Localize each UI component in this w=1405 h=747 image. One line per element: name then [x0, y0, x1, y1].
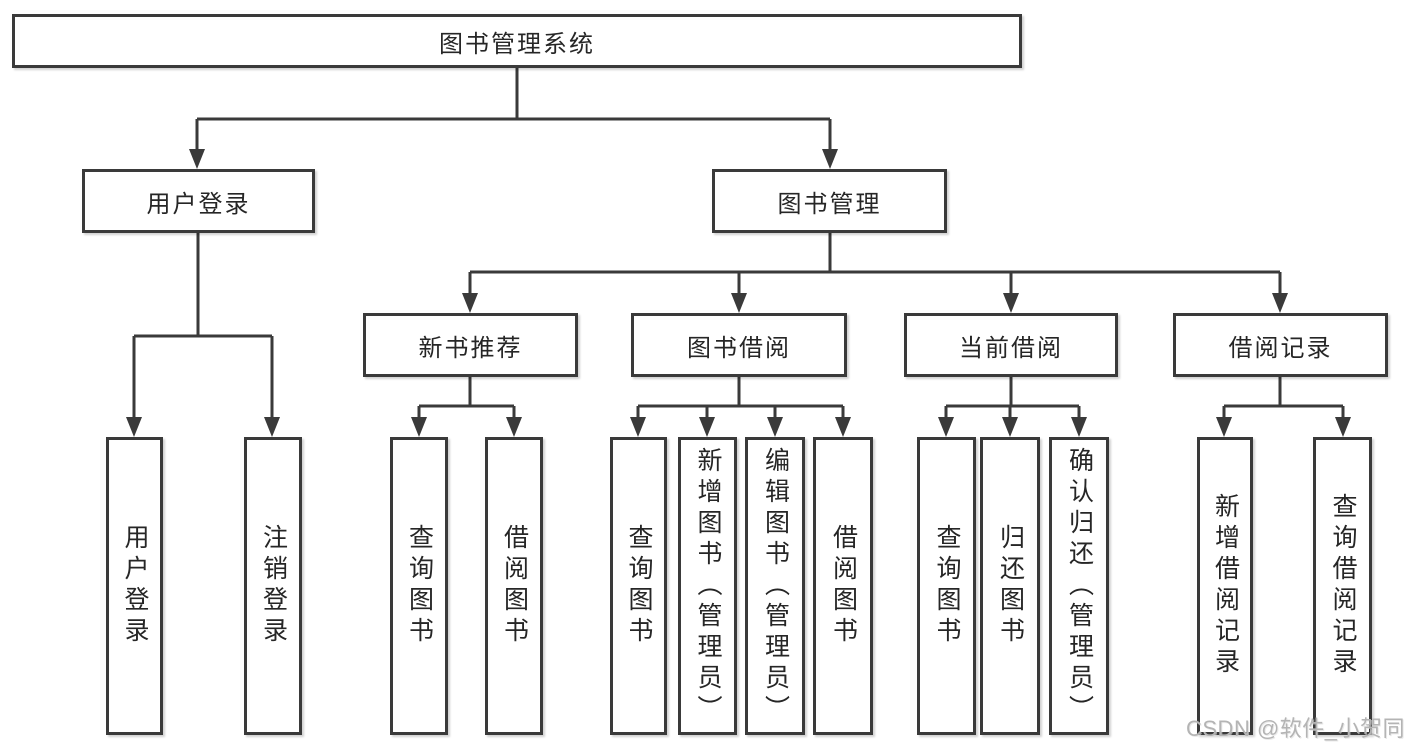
leaf-logout: 注销登录: [244, 437, 302, 735]
leaf-query-books-borrow: 查询图书: [610, 437, 667, 735]
leaf-borrow-books: 借阅图书: [813, 437, 873, 735]
csdn-watermark: CSDN @软件_小贺同学: [1186, 716, 1405, 741]
node-current-borrow: 当前借阅: [904, 313, 1118, 377]
node-book-management: 图书管理: [712, 169, 947, 233]
node-new-book-recommend: 新书推荐: [363, 313, 578, 377]
node-borrow-records: 借阅记录: [1173, 313, 1388, 377]
node-user-login: 用户登录: [82, 169, 315, 233]
edges-new-book-recommend: [411, 377, 522, 437]
leaf-query-books-recommend: 查询图书: [390, 437, 448, 735]
leaf-borrow-books-recommend: 借阅图书: [485, 437, 543, 735]
edges-book-borrow: [630, 377, 851, 437]
edges-current-borrow: [938, 377, 1087, 437]
leaf-return-books: 归还图书: [980, 437, 1040, 735]
node-root-system: 图书管理系统: [12, 14, 1022, 68]
leaf-query-borrow-record: 查询借阅记录: [1313, 437, 1372, 735]
leaf-add-borrow-record: 新增借阅记录: [1197, 437, 1253, 735]
node-book-borrow: 图书借阅: [631, 313, 847, 377]
leaf-confirm-return-admin: 确认归还（管理员）: [1049, 437, 1109, 735]
edges-user-login: [126, 233, 280, 437]
leaf-user-login: 用户登录: [106, 437, 163, 735]
leaf-query-books-current: 查询图书: [917, 437, 976, 735]
leaf-edit-books-admin: 编辑图书（管理员）: [745, 437, 805, 735]
leaf-add-books-admin: 新增图书（管理员）: [678, 437, 737, 735]
edges-book-management: [462, 233, 1288, 313]
edges-root: [189, 68, 838, 169]
edges-borrow-records: [1216, 377, 1351, 437]
